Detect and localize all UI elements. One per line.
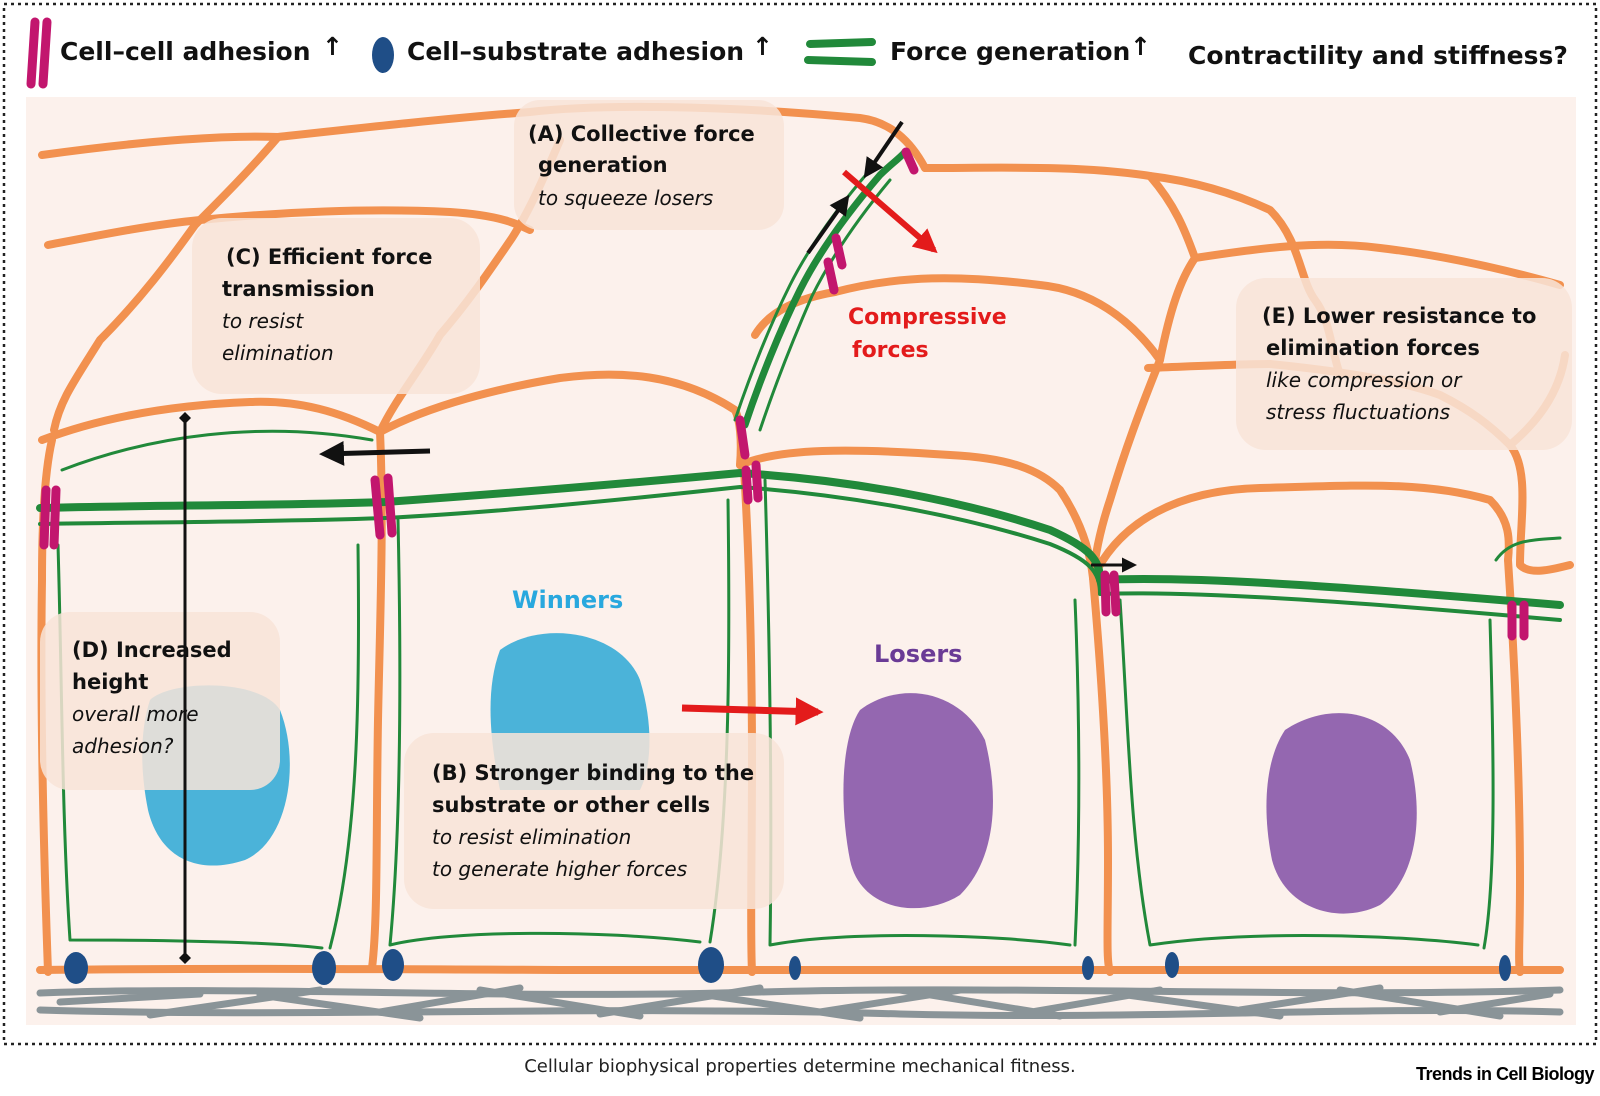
compressive-forces-label: forces <box>852 338 929 363</box>
panel-c-title: transmission <box>222 277 375 301</box>
panel-c: (C) Efficient force transmission to resi… <box>222 245 432 365</box>
focal-adhesion <box>789 956 801 980</box>
panel-e: (E) Lower resistance to elimination forc… <box>1262 304 1536 424</box>
cell-substrate-adhesion-icon <box>372 37 394 73</box>
focal-adhesion <box>64 952 88 984</box>
focal-adhesions <box>64 947 1511 985</box>
panel-a: (A) Collective force generation to squee… <box>528 122 755 210</box>
focal-adhesion <box>1165 952 1179 978</box>
panel-d-title: (D) Increased <box>72 638 232 662</box>
panel-a-title: (A) Collective force <box>528 122 755 146</box>
legend: Cell–cell adhesion ↑ Cell–substrate adhe… <box>26 17 1568 89</box>
panel-e-description: like compression or <box>1266 368 1463 392</box>
force-arrows <box>179 120 1137 964</box>
legend-cell-cell-label: Cell–cell adhesion <box>60 37 311 66</box>
focal-adhesion <box>312 951 336 985</box>
panel-e-title: elimination forces <box>1266 336 1480 360</box>
panel-d-title: height <box>72 670 148 694</box>
panel-c-box <box>192 218 480 394</box>
panel-d-description: adhesion? <box>72 734 174 758</box>
force-generation-icon <box>804 38 876 66</box>
panel-b-title: substrate or other cells <box>432 793 710 817</box>
increase-arrow-icon: ↑ <box>322 32 343 61</box>
legend-cell-substrate-label: Cell–substrate adhesion <box>407 37 744 66</box>
panel-c-description: elimination <box>222 341 334 365</box>
increase-arrow-icon: ↑ <box>752 32 773 61</box>
apical-force-arrow <box>863 120 904 179</box>
panel-a-box <box>514 100 784 230</box>
legend-force-generation-label: Force generation <box>890 37 1130 66</box>
focal-adhesion <box>382 949 404 981</box>
cell-cell-adhesion-icon <box>26 17 52 89</box>
increase-arrow-icon: ↑ <box>1130 32 1151 61</box>
transmission-arrow <box>319 440 431 466</box>
annotation-boxes <box>40 100 1572 909</box>
panel-d: (D) Increased height overall more adhesi… <box>72 638 232 758</box>
legend-contractility-label: Contractility and stiffness? <box>1188 41 1568 70</box>
compressive-force-arrow <box>842 169 938 254</box>
panel-c-description: to resist <box>222 309 304 333</box>
focal-adhesion <box>698 947 724 983</box>
panel-b-box <box>404 733 784 909</box>
panel-e-title: (E) Lower resistance to <box>1262 304 1536 328</box>
panel-e-description: stress fluctuations <box>1266 400 1450 424</box>
panel-b: (B) Stronger binding to the substrate or… <box>432 761 754 881</box>
panel-d-description: overall more <box>72 702 199 726</box>
compressive-force-arrow <box>681 697 824 726</box>
actomyosin-network <box>36 148 1564 950</box>
figure-caption: Cellular biophysical properties determin… <box>524 1056 1076 1077</box>
cell-cell-adhesions <box>39 147 1529 641</box>
panel-b-description: to resist elimination <box>432 825 631 849</box>
focal-adhesion <box>1082 956 1094 980</box>
panel-d-box <box>40 612 280 790</box>
apical-force-arrow <box>806 194 850 255</box>
substrate-ecm <box>36 984 1564 1022</box>
panel-e-box <box>1236 278 1572 450</box>
journal-logo: Trends in Cell Biology <box>1415 1064 1595 1084</box>
loser-nucleus <box>1266 713 1417 914</box>
panel-a-description: to squeeze losers <box>538 186 713 210</box>
loser-nucleus <box>843 693 993 909</box>
compressive-forces-label: Compressive <box>848 305 1007 330</box>
losers-label: Losers <box>874 640 962 668</box>
winners-label: Winners <box>512 586 623 614</box>
panel-c-title: (C) Efficient force <box>226 245 432 269</box>
focal-adhesion <box>1499 955 1511 981</box>
panel-a-title: generation <box>538 153 668 177</box>
panel-b-title: (B) Stronger binding to the <box>432 761 754 785</box>
panel-b-description: to generate higher forces <box>432 857 687 881</box>
